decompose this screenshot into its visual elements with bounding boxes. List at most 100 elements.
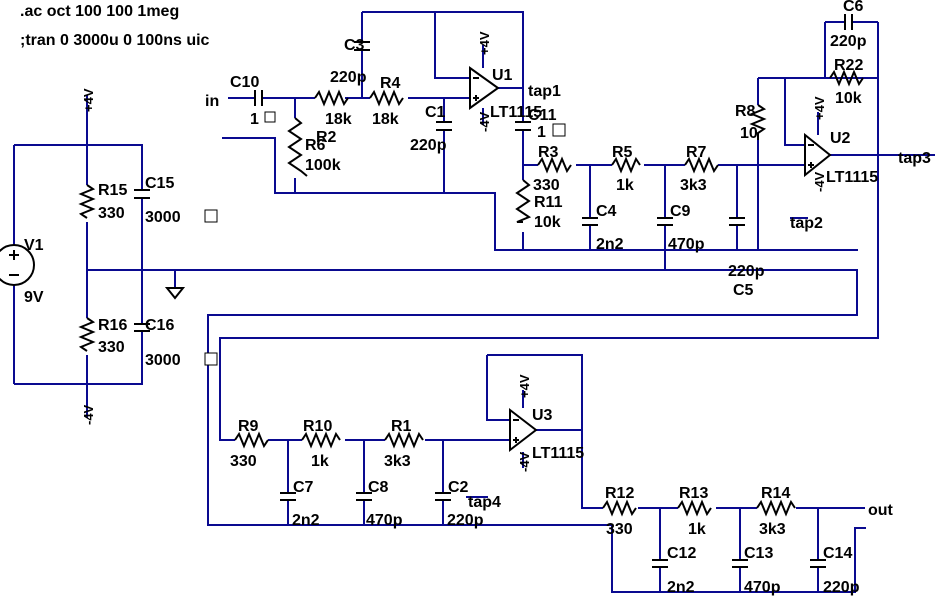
resistor-R9 xyxy=(234,431,269,449)
label-v1-value: 9V xyxy=(24,289,44,306)
capacitor-C7 xyxy=(280,492,296,501)
label-r14-name: R14 xyxy=(761,485,790,502)
label-c11-value: 1 xyxy=(537,124,546,141)
opamp-U1 xyxy=(469,66,500,110)
spice-directive-tran: ;tran 0 3000u 0 100ns uic xyxy=(20,32,210,49)
label-c4-name: C4 xyxy=(596,203,617,220)
label-c13-value: 470p xyxy=(744,579,781,596)
components xyxy=(0,14,864,568)
resistor-R4 xyxy=(369,89,404,107)
label-c16-name: C16 xyxy=(145,317,174,334)
resistor-R14 xyxy=(756,499,796,517)
resistor-R6 xyxy=(287,117,308,177)
resistor-R8 xyxy=(749,104,767,140)
label-u2-name: U2 xyxy=(830,130,851,147)
resistor-R5 xyxy=(611,156,641,174)
label-r5-value: 1k xyxy=(616,177,634,194)
label-c7-value: 2n2 xyxy=(292,512,320,529)
capacitor-C14 xyxy=(810,559,826,568)
label-r3-name: R3 xyxy=(538,144,559,161)
label-r10-value: 1k xyxy=(311,453,329,470)
supply-label-u3-pos: +4V xyxy=(517,374,532,398)
label-c14-name: C14 xyxy=(823,545,852,562)
label-c12-name: C12 xyxy=(667,545,696,562)
resistor-R13 xyxy=(677,499,712,517)
label-r2-value: 18k xyxy=(325,111,352,128)
opamp-U3 xyxy=(509,407,538,453)
capacitor-C8 xyxy=(356,492,372,501)
label-r22-name: R22 xyxy=(834,57,863,74)
label-c8-name: C8 xyxy=(368,479,389,496)
label-r4-name: R4 xyxy=(380,75,401,92)
supply-label-u1-neg: -4V xyxy=(477,111,492,132)
label-c5-name: C5 xyxy=(733,282,754,299)
label-r9-value: 330 xyxy=(230,453,257,470)
label-c10-name: C10 xyxy=(230,74,259,91)
label-r6-value: 100k xyxy=(305,157,341,174)
label-u1-name: U1 xyxy=(492,67,513,84)
capacitor-C13 xyxy=(732,559,748,568)
capacitor-C11 xyxy=(515,121,531,131)
label-r12-value: 330 xyxy=(606,521,633,538)
label-v1-name: V1 xyxy=(24,237,44,254)
capacitor-C15 xyxy=(134,189,150,199)
label-c14-value: 220p xyxy=(823,579,860,596)
label-r7-name: R7 xyxy=(686,144,707,161)
capacitor-C1 xyxy=(436,121,452,131)
label-r22-value: 10k xyxy=(835,90,862,107)
net-label-tap4: tap4 xyxy=(468,494,501,511)
resistor-R22 xyxy=(829,69,864,87)
resistor-R7 xyxy=(684,156,719,174)
resistor-R1 xyxy=(384,431,424,449)
net-label-tap1: tap1 xyxy=(528,83,561,100)
capacitor-C6 xyxy=(844,14,853,30)
label-r2-name: R2 xyxy=(316,129,337,146)
label-c2-name: C2 xyxy=(448,479,469,496)
supply-label-u3-neg: -4V xyxy=(517,451,532,472)
label-r1-name: R1 xyxy=(391,418,412,435)
capacitor-C9 xyxy=(657,217,673,226)
unknown-char-box xyxy=(204,352,218,366)
capacitor-C12 xyxy=(652,559,668,568)
label-c9-value: 470p xyxy=(668,236,705,253)
net-label-out: out xyxy=(868,502,894,519)
resistor-R12 xyxy=(602,499,637,517)
label-c5-value: 220p xyxy=(728,263,765,280)
label-r4-value: 18k xyxy=(372,111,399,128)
label-r11-value: 10k xyxy=(534,214,561,231)
label-r14-value: 3k3 xyxy=(759,521,786,538)
net-label-tap3: tap3 xyxy=(898,150,931,167)
label-c2-value: 220p xyxy=(447,512,484,529)
label-u1-value: LT1115 xyxy=(490,104,542,121)
label-r6-name: R6 xyxy=(305,137,326,154)
supply-label-u2-pos: +4V xyxy=(812,96,827,120)
unknown-char-box xyxy=(204,209,218,223)
capacitor-C5 xyxy=(729,217,745,226)
resistor-R3 xyxy=(537,156,572,174)
label-r11-name: R11 xyxy=(534,194,563,211)
capacitor-C2 xyxy=(435,492,451,501)
capacitor-C3 xyxy=(354,41,370,51)
label-c8-value: 470p xyxy=(366,512,403,529)
resistor-R2 xyxy=(314,89,349,107)
resistor-R15 xyxy=(78,184,96,219)
label-c13-name: C13 xyxy=(744,545,773,562)
opamp-U2 xyxy=(804,132,832,178)
capacitor-C4 xyxy=(582,217,598,226)
resistor-R16 xyxy=(78,317,96,352)
supply-label-neg: -4V xyxy=(81,404,96,425)
label-c11-name: C11 xyxy=(528,107,557,124)
label-c15-value: 3000 xyxy=(145,209,181,226)
label-r10-name: R10 xyxy=(303,418,332,435)
resistor-R11 xyxy=(515,179,532,223)
unknown-char-box xyxy=(264,111,276,123)
label-c10-value: 1 xyxy=(250,111,259,128)
label-c12-value: 2n2 xyxy=(667,579,695,596)
label-u3-value: LT1115 xyxy=(532,445,584,462)
label-c3-name: C3 xyxy=(344,37,365,54)
label-c6-value: 220p xyxy=(830,33,867,50)
label-r9-name: R9 xyxy=(238,418,259,435)
label-c16-value: 3000 xyxy=(145,352,181,369)
label-c4-value: 2n2 xyxy=(596,236,624,253)
